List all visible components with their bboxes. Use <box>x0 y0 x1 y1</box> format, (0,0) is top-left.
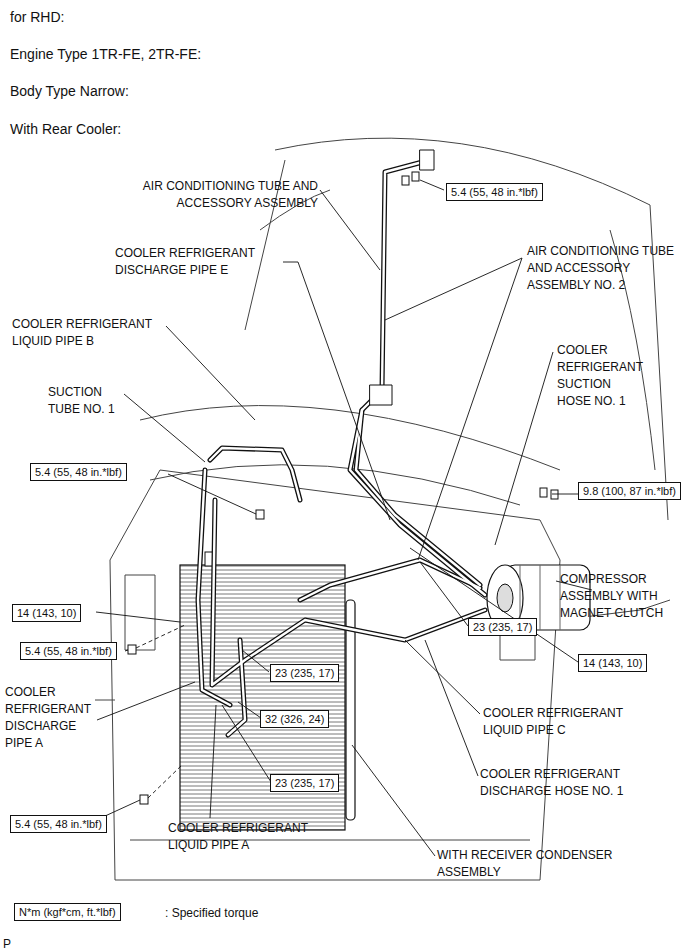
torque-value: 5.4 (55, 48 in.*lbf) <box>25 645 112 657</box>
part-name: COOLER REFRIGERANT DISCHARGE HOSE NO. 1 <box>480 766 650 800</box>
torque-value: 9.8 (100, 87 in.*lbf) <box>583 485 676 497</box>
torque-value: 14 (143, 10) <box>583 657 642 669</box>
torque-spec-box: 23 (235, 17) <box>270 774 339 792</box>
torque-spec-box: 5.4 (55, 48 in.*lbf) <box>10 815 107 833</box>
figure-code: P <box>3 936 11 952</box>
torque-legend-box: N*m (kgf*cm, ft.*lbf) <box>14 903 121 921</box>
torque-value: 32 (326, 24) <box>265 713 324 725</box>
leader-lines <box>92 180 592 856</box>
refrigerant-pipes <box>198 150 485 735</box>
torque-spec-box: 23 (235, 17) <box>468 618 537 636</box>
part-name: COOLER REFRIGERANT DISCHARGE PIPE E <box>115 245 283 279</box>
part-name: COOLER REFRIGERANT SUCTION HOSE NO. 1 <box>557 342 647 410</box>
part-name: AIR CONDITIONING TUBE AND ACCESSORY ASSE… <box>113 178 318 212</box>
torque-value: 5.4 (55, 48 in.*lbf) <box>451 186 538 198</box>
torque-value: 5.4 (55, 48 in.*lbf) <box>35 466 122 478</box>
torque-spec-box: 14 (143, 10) <box>578 654 647 672</box>
torque-spec-box: 9.8 (100, 87 in.*lbf) <box>578 482 681 500</box>
part-name: COMPRESSOR ASSEMBLY WITH MAGNET CLUTCH <box>560 571 672 622</box>
torque-spec-box: 32 (326, 24) <box>260 710 329 728</box>
torque-spec-box: 14 (143, 10) <box>12 604 81 622</box>
torque-value: 5.4 (55, 48 in.*lbf) <box>15 818 102 830</box>
part-name: AIR CONDITIONING TUBE AND ACCESSORY ASSE… <box>527 243 677 294</box>
torque-value: 14 (143, 10) <box>17 607 76 619</box>
legend-text: : Specified torque <box>165 905 258 922</box>
torque-value: 23 (235, 17) <box>275 777 334 789</box>
torque-spec-box: 5.4 (55, 48 in.*lbf) <box>30 463 127 481</box>
condition-heading: for RHD: <box>10 8 64 26</box>
torque-value: 23 (235, 17) <box>275 667 334 679</box>
torque-spec-box: 5.4 (55, 48 in.*lbf) <box>20 642 117 660</box>
condition-heading: Engine Type 1TR-FE, 2TR-FE: <box>10 45 201 63</box>
torque-value: 23 (235, 17) <box>473 621 532 633</box>
condition-heading: Body Type Narrow: <box>10 82 129 100</box>
torque-spec-box: 23 (235, 17) <box>270 664 339 682</box>
part-name: WITH RECEIVER CONDENSER ASSEMBLY <box>437 847 632 881</box>
part-name: COOLER REFRIGERANT LIQUID PIPE C <box>483 705 648 739</box>
condition-heading: With Rear Cooler: <box>10 120 121 138</box>
part-name: COOLER REFRIGERANT LIQUID PIPE B <box>12 316 177 350</box>
torque-spec-box: 5.4 (55, 48 in.*lbf) <box>446 183 543 201</box>
part-name: COOLER REFRIGERANT LIQUID PIPE A <box>168 820 338 854</box>
part-name: SUCTION TUBE NO. 1 <box>48 384 128 418</box>
torque-value: N*m (kgf*cm, ft.*lbf) <box>19 906 116 918</box>
part-name: COOLER REFRIGERANT DISCHARGE PIPE A <box>5 684 97 752</box>
